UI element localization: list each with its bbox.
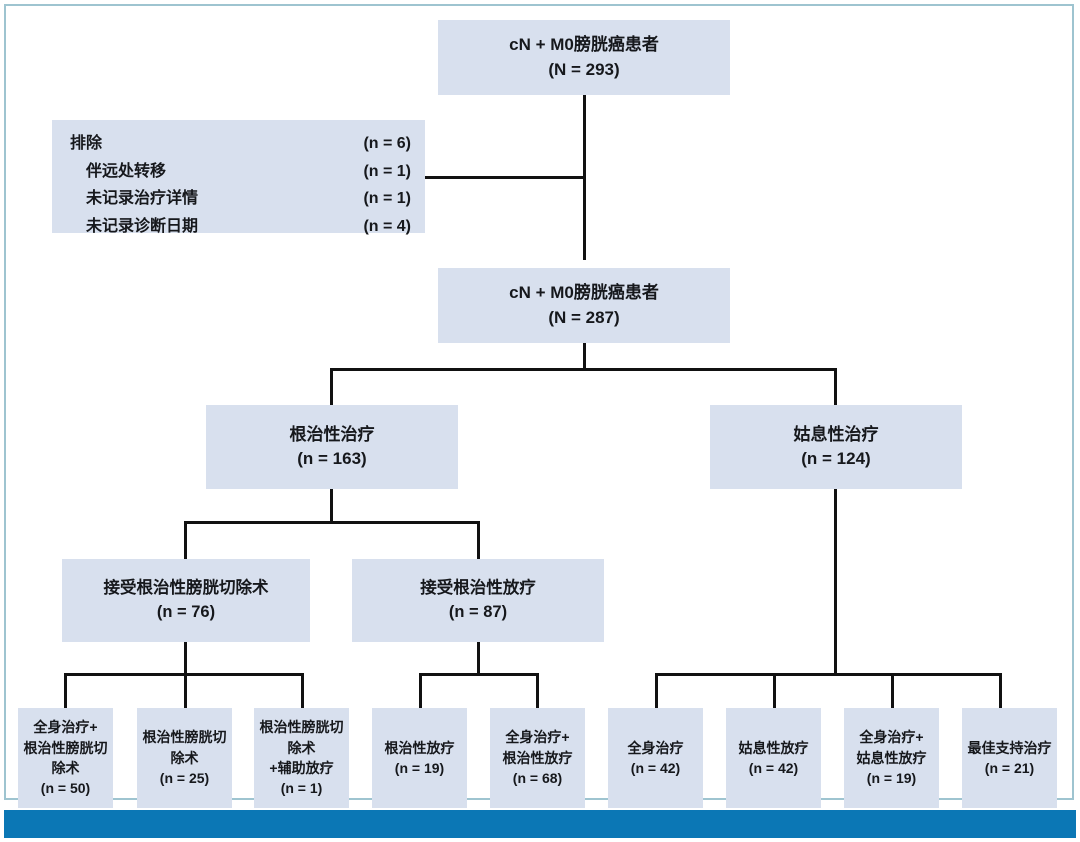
node-label: 全身治疗 — [627, 739, 684, 756]
node-cohort-initial[interactable]: cN + M0膀胱癌患者 (N = 293) — [438, 20, 730, 95]
exclusion-row: 未记录诊断日期 (n = 4) — [70, 213, 411, 241]
node-cohort-final[interactable]: cN + M0膀胱癌患者 (N = 287) — [438, 268, 730, 343]
connector-level4-bar — [184, 521, 480, 524]
connector-curative-stem — [330, 368, 333, 405]
node-curative-treatment[interactable]: 根治性治疗 (n = 163) — [206, 405, 458, 489]
connector-leaf3-stem — [301, 673, 304, 708]
node-label: 根治性膀胱切 除术 +辅助放疗 — [259, 719, 344, 776]
node-label: 接受根治性膀胱切除术 — [103, 579, 269, 598]
connector-leaf9-stem — [999, 673, 1002, 708]
node-label: 根治性放疗 — [384, 739, 455, 756]
node-leaf-cystectomy-plus-adjuvant-rt[interactable]: 根治性膀胱切 除术 +辅助放疗 (n = 1) — [254, 708, 349, 808]
connector-radiotherapy-down — [477, 642, 480, 675]
connector-radiotherapy-bar — [419, 673, 539, 676]
node-label: 接受根治性放疗 — [420, 579, 536, 598]
connector-level3-bar — [330, 368, 837, 371]
node-count: (n = 19) — [394, 760, 445, 776]
node-count: (n = 50) — [40, 780, 91, 797]
connector-leaf6-stem — [655, 673, 658, 708]
node-count: (n = 124) — [801, 449, 871, 468]
node-label: 根治性膀胱切 除术 — [142, 729, 227, 766]
exclusion-label: 未记录治疗详情 — [86, 190, 199, 208]
node-label: 根治性治疗 — [289, 424, 375, 444]
node-palliative-treatment[interactable]: 姑息性治疗 (n = 124) — [710, 405, 962, 489]
connector-cystectomy-down — [184, 642, 187, 675]
connector-cohort-stem — [583, 343, 586, 371]
connector-leaf7-stem — [773, 673, 776, 708]
node-leaf-systemic-plus-curative-rt[interactable]: 全身治疗+ 根治性放疗 (n = 68) — [490, 708, 585, 808]
node-radical-radiotherapy[interactable]: 接受根治性放疗 (n = 87) — [352, 559, 604, 642]
node-label: 全身治疗+ 姑息性放疗 — [856, 729, 927, 766]
footer-bar — [4, 810, 1076, 838]
connector-curative-down — [330, 489, 333, 523]
node-count: (n = 42) — [630, 760, 681, 776]
node-label: 姑息性放疗 — [738, 739, 809, 756]
exclusion-count: (n = 6) — [363, 135, 411, 152]
node-count: (n = 1) — [280, 780, 323, 797]
node-label: cN + M0膀胱癌患者 — [509, 283, 659, 303]
node-count: (n = 68) — [512, 770, 563, 787]
node-count: (n = 76) — [156, 602, 216, 621]
exclusion-count: (n = 1) — [363, 190, 411, 208]
exclusion-label: 未记录诊断日期 — [86, 217, 199, 235]
node-label: cN + M0膀胱癌患者 — [509, 35, 659, 55]
exclusion-count: (n = 1) — [363, 162, 411, 180]
node-leaf-systemic[interactable]: 全身治疗 (n = 42) — [608, 708, 703, 808]
node-label: 最佳支持治疗 — [967, 739, 1052, 756]
connector-leaf8-stem — [891, 673, 894, 708]
connector-palliative-stem — [834, 368, 837, 405]
exclusion-row: 未记录治疗详情 (n = 1) — [70, 185, 411, 213]
node-count: (n = 163) — [297, 449, 367, 468]
node-label: 全身治疗+ 根治性放疗 — [502, 729, 573, 766]
exclusion-label: 排除 — [70, 135, 103, 152]
node-leaf-systemic-plus-cystectomy[interactable]: 全身治疗+ 根治性膀胱切 除术 (n = 50) — [18, 708, 113, 808]
exclusion-label: 伴远处转移 — [86, 162, 167, 180]
connector-leaf1-stem — [64, 673, 67, 708]
connector-palliative-bar — [655, 673, 1002, 676]
node-count: (N = 293) — [548, 59, 620, 79]
node-leaf-curative-radiotherapy[interactable]: 根治性放疗 (n = 19) — [372, 708, 467, 808]
node-count: (n = 42) — [748, 760, 799, 776]
node-count: (n = 21) — [984, 760, 1035, 776]
connector-exclusion-horizontal — [424, 176, 586, 179]
node-label: 全身治疗+ 根治性膀胱切 除术 — [23, 719, 108, 776]
connector-leaf5-stem — [536, 673, 539, 708]
node-leaf-palliative-radiotherapy[interactable]: 姑息性放疗 (n = 42) — [726, 708, 821, 808]
node-leaf-systemic-plus-palliative-rt[interactable]: 全身治疗+ 姑息性放疗 (n = 19) — [844, 708, 939, 808]
node-radical-cystectomy[interactable]: 接受根治性膀胱切除术 (n = 76) — [62, 559, 310, 642]
node-count: (n = 19) — [866, 770, 917, 787]
connector-leaf4-stem — [419, 673, 422, 708]
exclusion-row: 排除 (n = 6) — [70, 130, 411, 158]
connector-palliative-down — [834, 489, 837, 675]
connector-leaf2-stem — [184, 673, 187, 708]
connector-radiotherapy-stem — [477, 521, 480, 559]
node-count: (n = 87) — [448, 602, 508, 621]
exclusion-row: 伴远处转移 (n = 1) — [70, 158, 411, 186]
connector-cystectomy-stem — [184, 521, 187, 559]
node-label: 姑息性治疗 — [793, 424, 879, 444]
node-leaf-cystectomy[interactable]: 根治性膀胱切 除术 (n = 25) — [137, 708, 232, 808]
exclusion-panel[interactable]: 排除 (n = 6) 伴远处转移 (n = 1) 未记录治疗详情 (n = 1)… — [52, 120, 425, 235]
exclusion-count: (n = 4) — [363, 217, 411, 235]
node-count: (n = 25) — [159, 770, 210, 787]
node-count: (N = 287) — [548, 307, 620, 327]
node-leaf-best-supportive-care[interactable]: 最佳支持治疗 (n = 21) — [962, 708, 1057, 808]
